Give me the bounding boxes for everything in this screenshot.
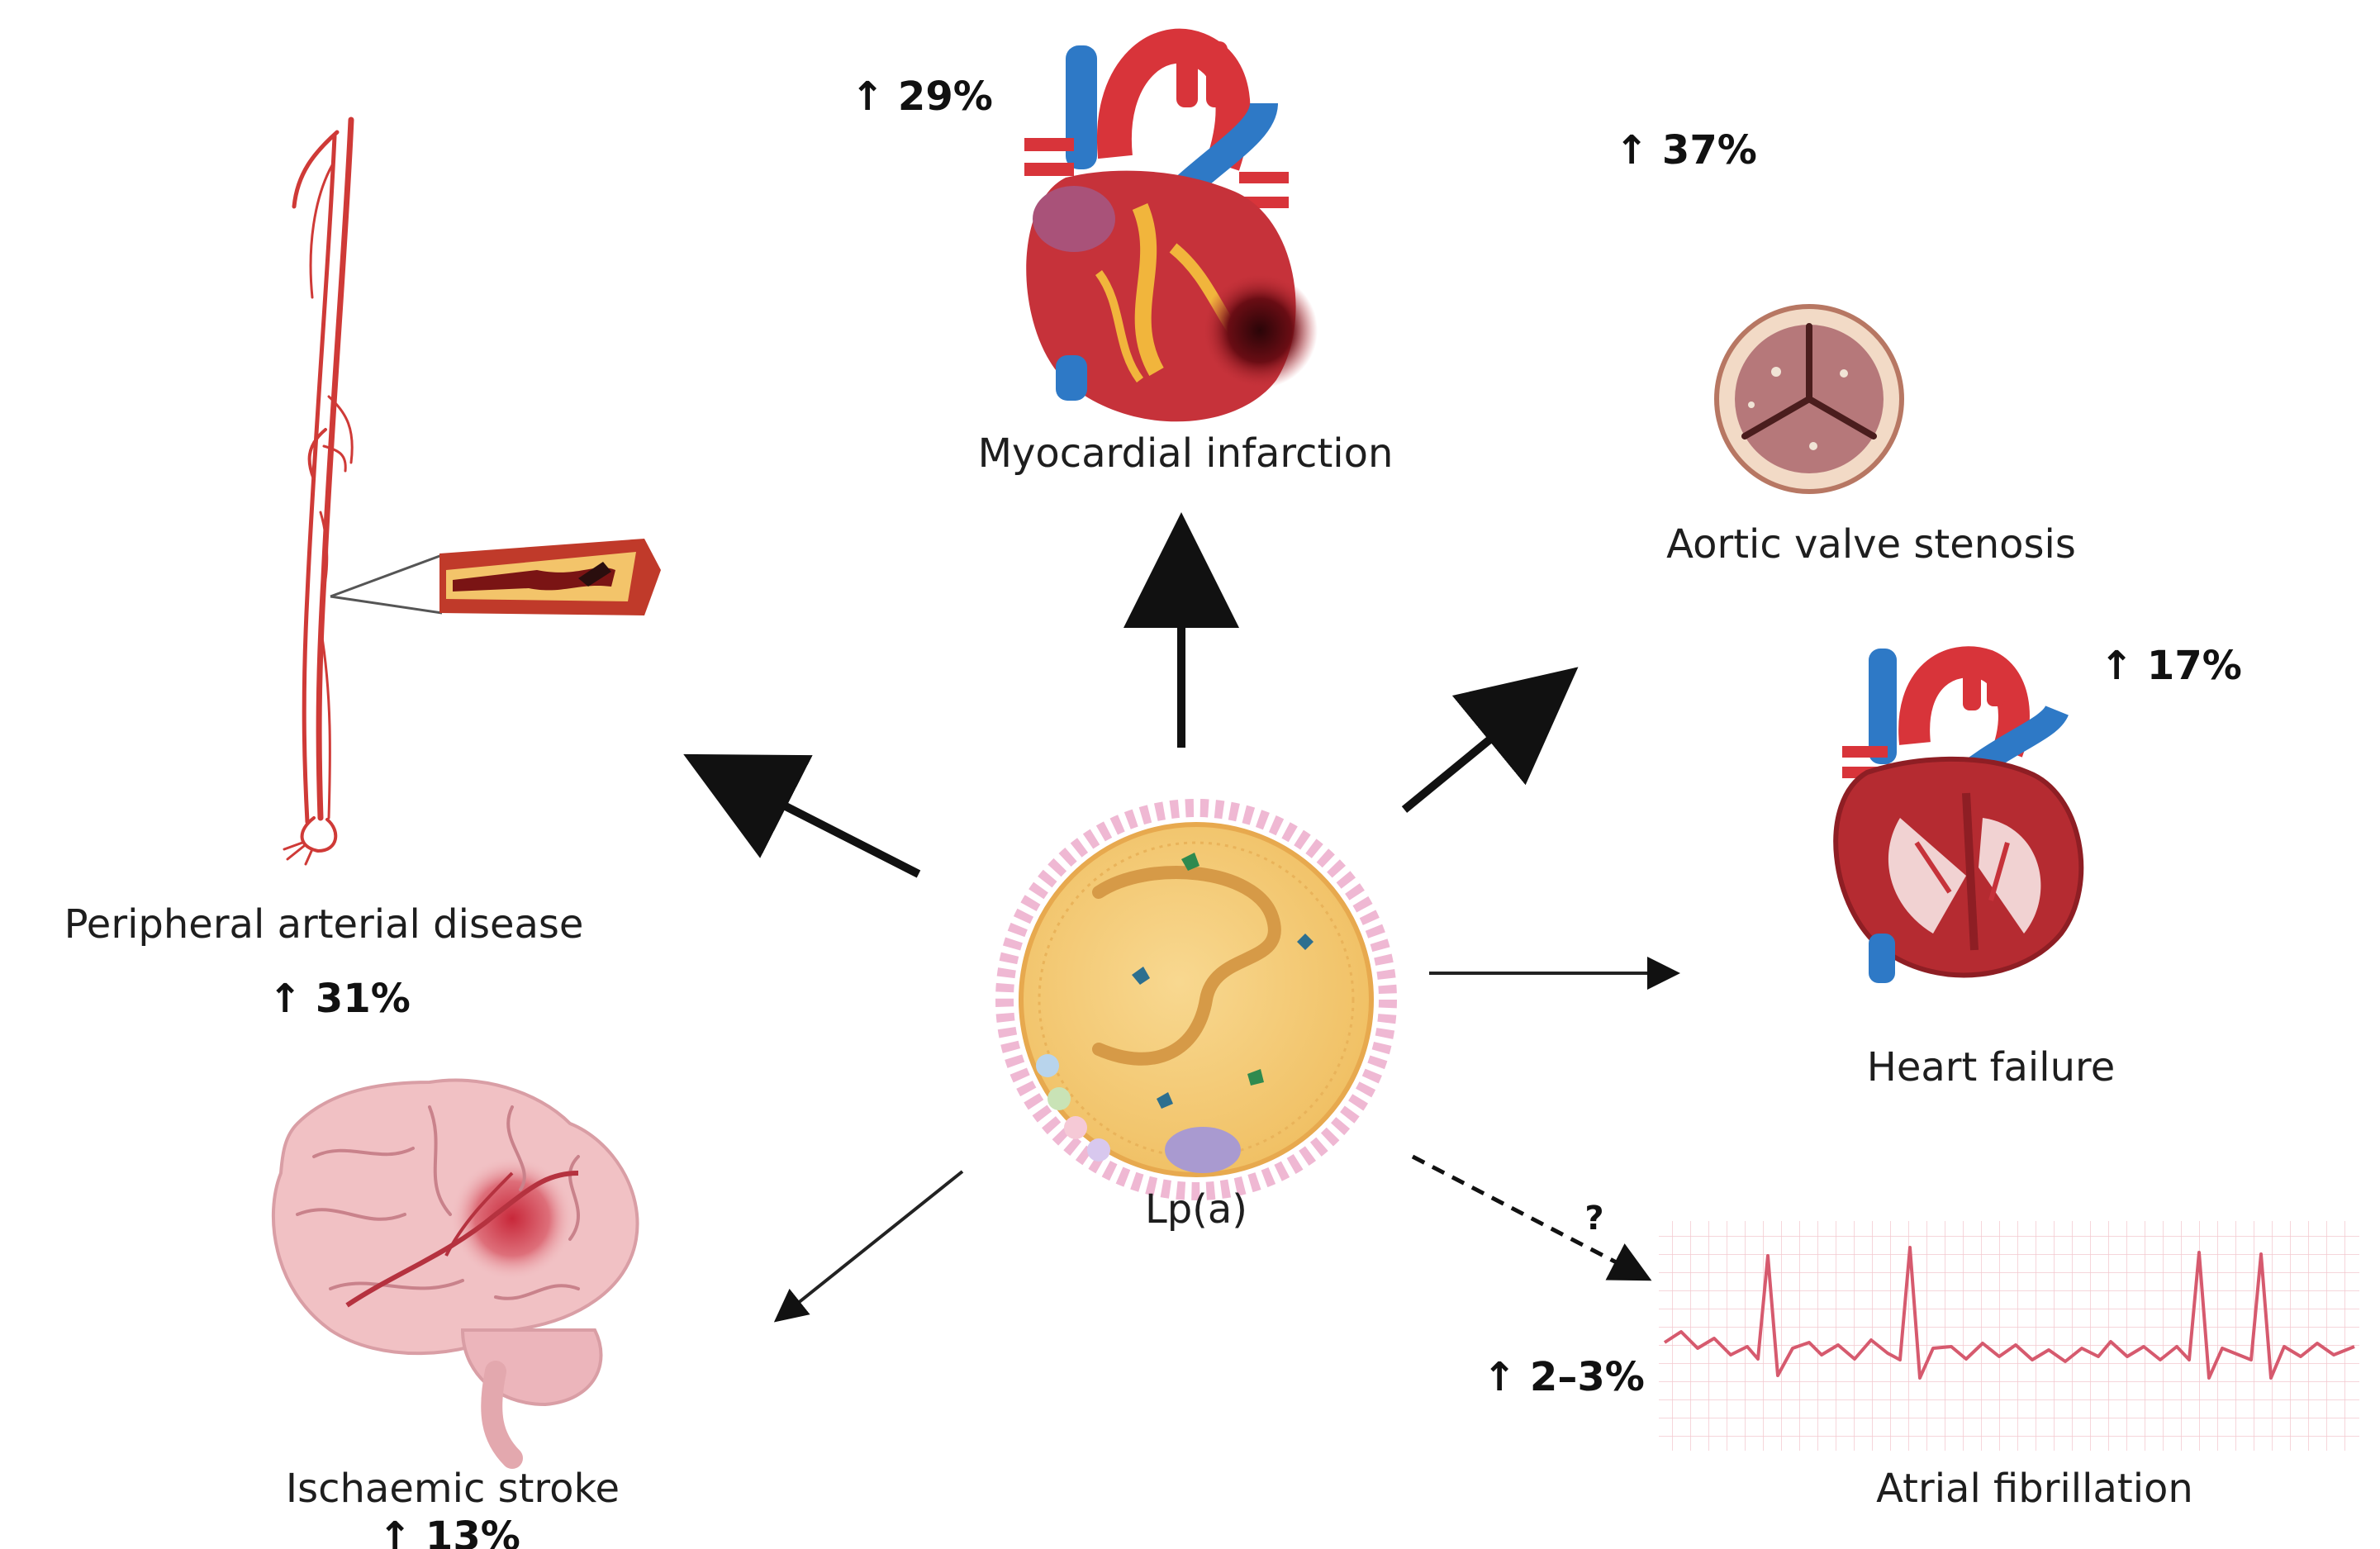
ischaemic-stroke-change: ↑ 13% — [378, 1513, 520, 1549]
brain-icon — [271, 1078, 639, 1469]
peripheral-arterial-disease-label: Peripheral arterial disease — [64, 901, 584, 948]
heart-infarct-icon — [1024, 28, 1318, 422]
arrow-to-peripheral-arterial-disease — [683, 753, 921, 878]
heart-cross-section-icon — [1833, 646, 2084, 983]
heart-failure-change: ↑ 17% — [2100, 643, 2242, 689]
center-label: Lp(a) — [1145, 1186, 1247, 1233]
peripheral-arterial-disease-change: ↑ 31% — [268, 976, 411, 1022]
arrow-to-atrial-fibrillation — [1411, 1154, 1652, 1281]
heart-failure-label: Heart failure — [1867, 1044, 2115, 1090]
atrial-fibrillation-label: Atrial fibrillation — [1876, 1466, 2193, 1512]
atrial-fibrillation-uncertain-marker: ? — [1584, 1200, 1603, 1238]
arrows — [683, 512, 1680, 1323]
ischaemic-stroke-label: Ischaemic stroke — [286, 1466, 620, 1512]
leg-artery-icon — [283, 116, 661, 866]
aortic-valve-stenosis-label: Aortic valve stenosis — [1666, 521, 2076, 568]
ecg-trace-icon — [1659, 1221, 2359, 1451]
arrow-to-aortic-valve-stenosis — [1401, 667, 1579, 813]
aortic-valve-stenosis-change: ↑ 37% — [1615, 127, 1757, 173]
atrial-fibrillation-change: ↑ 2–3% — [1483, 1354, 1645, 1400]
arrow-to-ischaemic-stroke — [773, 1170, 964, 1323]
lipoprotein-particle-icon — [995, 799, 1397, 1200]
myocardial-infarction-change: ↑ 29% — [851, 74, 993, 120]
aortic-valve-icon — [1714, 304, 1904, 494]
myocardial-infarction-label: Myocardial infarction — [978, 430, 1394, 477]
